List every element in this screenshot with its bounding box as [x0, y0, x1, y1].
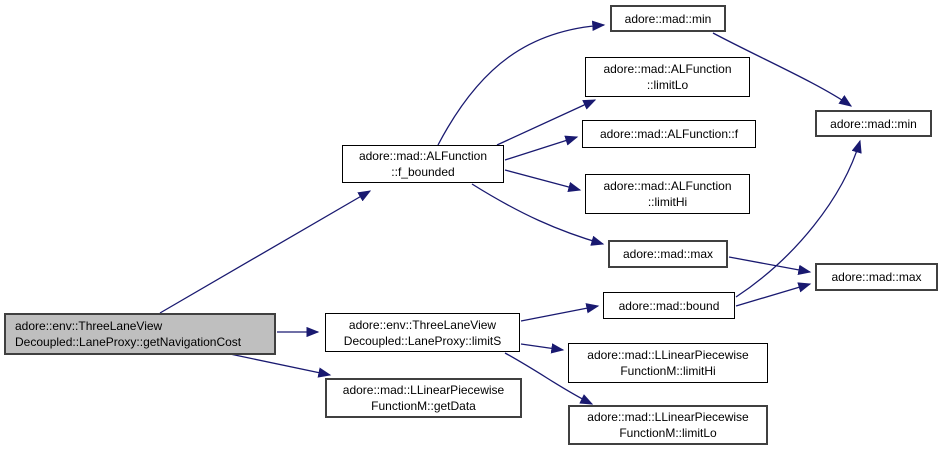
node-llpiecewise-limitHi[interactable]: adore::mad::LLinearPiecewise FunctionM::… [568, 343, 768, 383]
node-label: adore::env::ThreeLaneView [15, 319, 163, 333]
edge-getNavigationCost-getData [229, 353, 332, 378]
node-label: adore::mad::ALFunction [603, 179, 732, 193]
edge-f_bounded-max_mid [471, 183, 605, 246]
node-label: Decoupled::LaneProxy::limitS [343, 333, 502, 348]
node-max-mid[interactable]: adore::mad::max [608, 240, 728, 268]
node-label: Decoupled::LaneProxy::getNavigationCost [15, 335, 242, 349]
node-label: adore::mad::LLinearPiecewise [342, 383, 505, 397]
node-label: adore::mad::ALFunction [358, 149, 488, 163]
node-label: adore::mad::ALFunction [603, 62, 732, 76]
node-label: ::limitHi [647, 195, 688, 209]
node-label: ::limitLo [646, 78, 689, 92]
node-alfunction-limitHi[interactable]: adore::mad::ALFunction ::limitHi [585, 174, 750, 214]
node-label: adore::mad::max [622, 247, 714, 261]
node-label: adore::mad::max [831, 270, 922, 284]
node-label: FunctionM::getData [371, 399, 476, 413]
edge-limitS-llp_limitHi [520, 343, 565, 354]
edge-f_bounded-min_top [437, 20, 606, 146]
edge-limitS-llp_limitLo [504, 352, 594, 405]
node-label: adore::mad::ALFunction::f [599, 127, 739, 141]
node-label: adore::mad::bound [618, 298, 720, 313]
node-f_bounded[interactable]: adore::mad::ALFunction ::f_bounded [342, 145, 504, 183]
node-label: FunctionM::limitLo [619, 426, 717, 440]
node-min-top[interactable]: adore::mad::min [610, 5, 726, 32]
node-min-right[interactable]: adore::mad::min [815, 110, 932, 137]
edge-f_bounded-alf_limitHi [504, 169, 582, 193]
node-label: adore::mad::min [624, 11, 712, 26]
node-alfunction-f[interactable]: adore::mad::ALFunction::f [582, 120, 756, 148]
edge-limitS-bound [520, 303, 600, 322]
node-label: adore::mad::LLinearPiecewise [587, 348, 749, 362]
node-alfunction-limitLo[interactable]: adore::mad::ALFunction ::limitLo [585, 57, 750, 97]
node-llpiecewise-limitLo[interactable]: adore::mad::LLinearPiecewise FunctionM::… [568, 405, 768, 445]
node-label: ::f_bounded [391, 165, 455, 179]
edge-max_mid-max_right [728, 256, 812, 275]
node-label: adore::mad::min [830, 116, 917, 131]
edge-f_bounded-alf_f [504, 135, 579, 161]
node-label: adore::env::ThreeLaneView [348, 317, 497, 332]
node-bound[interactable]: adore::mad::bound [603, 292, 735, 319]
edge-min_top-min_right [712, 32, 853, 107]
edge-f_bounded-alf_limitLo [496, 99, 597, 146]
node-getData[interactable]: adore::mad::LLinearPiecewise FunctionM::… [325, 378, 522, 418]
node-label: adore::mad::LLinearPiecewise [587, 410, 749, 424]
edge-getNavigationCost-f_bounded [159, 190, 372, 314]
node-getNavigationCost[interactable]: adore::env::ThreeLaneView Decoupled::Lan… [4, 313, 276, 355]
edge-bound-max_right [735, 282, 812, 307]
node-limitS[interactable]: adore::env::ThreeLaneView Decoupled::Lan… [325, 313, 520, 352]
edge-bound-min_right [735, 139, 862, 298]
node-label: FunctionM::limitHi [620, 364, 716, 378]
node-max-right[interactable]: adore::mad::max [815, 263, 938, 291]
